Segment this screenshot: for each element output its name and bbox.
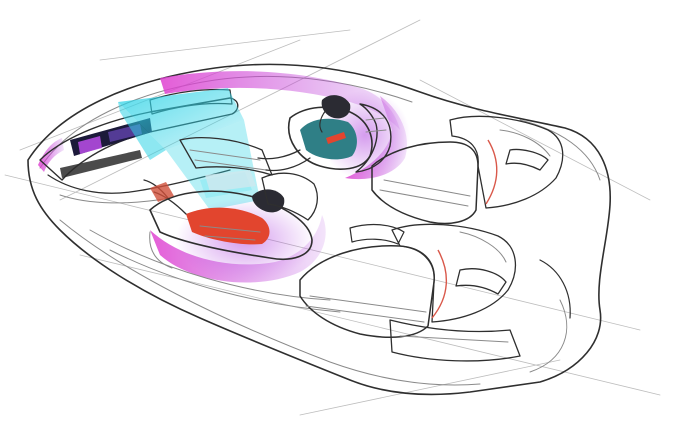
driver-figure <box>257 95 392 173</box>
body-shell <box>27 63 611 396</box>
passenger-figure <box>143 179 313 260</box>
center-console <box>179 137 273 192</box>
projection-beam <box>118 88 260 210</box>
rear-seats <box>299 115 564 339</box>
construction-lines <box>4 19 661 416</box>
front-seats <box>149 172 319 269</box>
door-panel <box>389 259 571 362</box>
